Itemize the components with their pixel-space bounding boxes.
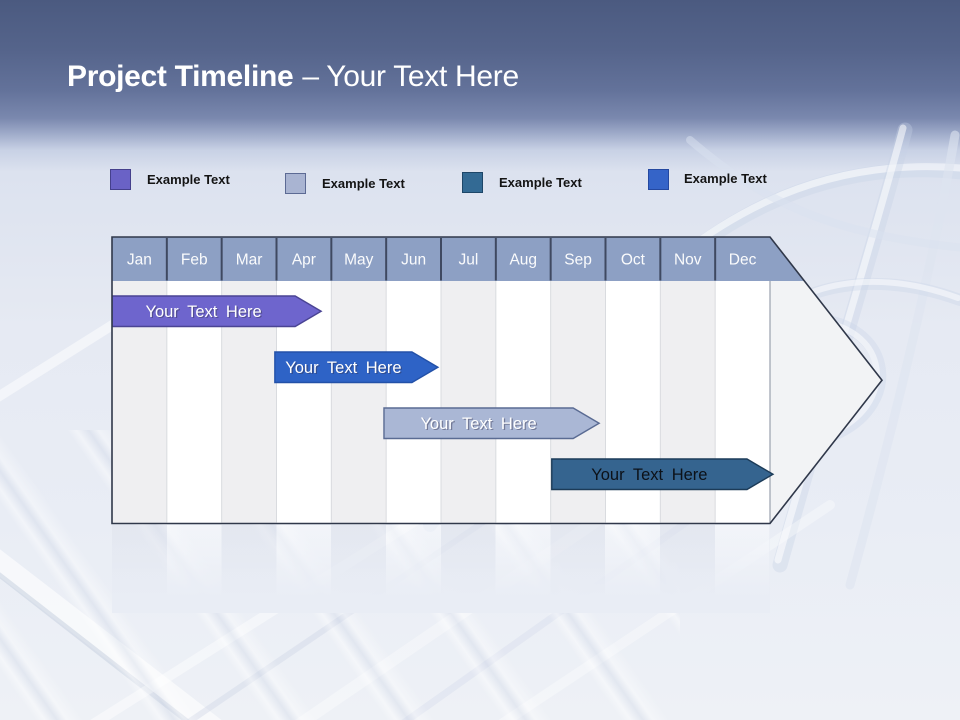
month-cell-label: Aug	[509, 252, 537, 269]
timeline-bar-shape[interactable]	[274, 351, 440, 384]
legend-swatch	[648, 169, 669, 190]
legend-swatch	[462, 172, 483, 193]
month-cell-label: Jun	[401, 252, 426, 269]
month-cell-label: Nov	[674, 252, 702, 269]
timeline-bar: Your Text Here	[551, 458, 775, 491]
bar-label-shadow: Your Text Here	[422, 416, 538, 434]
legend-swatch	[285, 173, 306, 194]
month-cell-label: Jul	[459, 252, 479, 269]
slide-title[interactable]: Project Timeline– Your Text Here	[67, 60, 519, 94]
month-cell-label: Apr	[292, 252, 316, 269]
month-cell-label: Mar	[236, 252, 263, 269]
timeline-bar-shape[interactable]	[551, 458, 775, 491]
slide-title-bold: Project Timeline	[67, 60, 294, 93]
month-column	[386, 281, 441, 524]
legend-label: Example Text	[499, 175, 582, 190]
legend-swatch	[110, 169, 131, 190]
month-cell-label: Oct	[621, 252, 646, 269]
timeline-reflection-decor	[112, 525, 770, 613]
bar-label: Your Text Here	[285, 359, 401, 377]
month-cell-label: Jan	[127, 252, 152, 269]
month-cell-label: Sep	[564, 252, 592, 269]
legend-label: Example Text	[322, 176, 405, 191]
month-cell-label: Feb	[181, 252, 208, 269]
slide-title-subtext: – Your Text Here	[302, 60, 519, 93]
timeline-bar-shape[interactable]	[383, 407, 601, 440]
month-column	[495, 281, 551, 524]
bar-label-shadow: Your Text Here	[147, 304, 263, 322]
month-cell-label: May	[344, 252, 374, 269]
bar-label-shadow: Your Text Here	[287, 360, 403, 378]
timeline-arrow-outline	[111, 236, 884, 525]
legend-label: Example Text	[684, 171, 767, 186]
month-column	[441, 281, 496, 524]
bar-label: Your Text Here	[591, 466, 707, 484]
legend-label: Example Text	[147, 172, 230, 187]
month-cell-label: Dec	[729, 252, 757, 269]
timeline-bar-shape[interactable]	[112, 295, 323, 328]
bar-label: Your Text Here	[145, 303, 261, 321]
month-header-band	[112, 237, 882, 281]
bar-label: Your Text Here	[420, 415, 536, 433]
month-column	[331, 281, 387, 524]
